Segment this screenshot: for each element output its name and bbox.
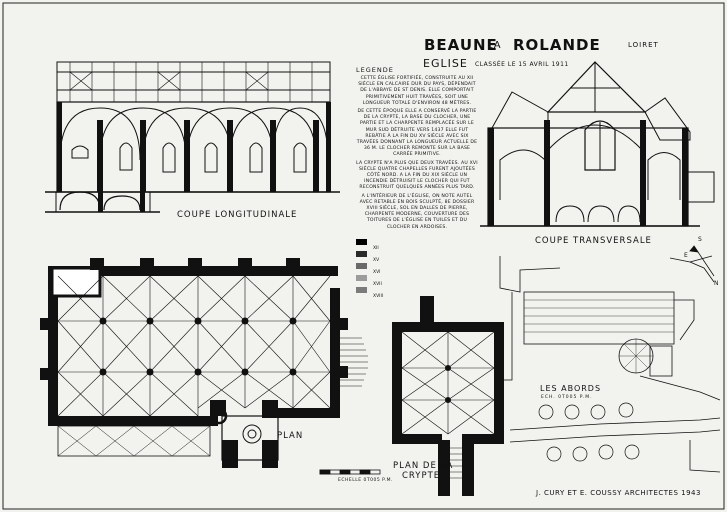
caption-plan: PLAN	[277, 431, 304, 441]
caption-crypt-plan: PLAN DE LA	[393, 461, 454, 471]
church-plan	[40, 258, 368, 468]
legend-paragraph: Cette église fortifiée, construite au XI…	[358, 76, 476, 106]
legend-century-label: XII	[373, 246, 379, 251]
legend-row: XV	[356, 250, 379, 263]
caption-transverse-section: COUPE TRANSVERSALE	[535, 236, 652, 246]
legend-row: XVIII	[356, 286, 383, 299]
title-town-first: BEAUNE	[424, 36, 498, 54]
legend-swatch-group	[356, 239, 367, 293]
legend-title: LEGENDE	[356, 66, 394, 74]
legend-row: XII	[356, 238, 379, 251]
legend-text: Cette église fortifiée, construite au XI…	[356, 76, 478, 233]
caption-surroundings-scale: ECH. 0T005 P.M.	[541, 395, 593, 400]
transverse-section	[480, 61, 715, 227]
legend-century-label: XVIII	[373, 294, 384, 299]
legend-century-label: XV	[373, 258, 380, 263]
site-plan	[499, 256, 721, 473]
compass-east-label: E	[684, 252, 688, 259]
legend-row: XVI	[356, 262, 381, 275]
title-building: EGLISE	[423, 57, 468, 70]
caption-surroundings: LES ABORDS	[540, 384, 602, 393]
scale-label: ECHELLE 0T005 P.M.	[338, 478, 393, 483]
scale-bar	[319, 469, 381, 475]
title-classification: CLASSÉE LE 15 AVRIL 1911	[475, 61, 569, 68]
title-town-mid: LA	[487, 40, 502, 51]
legend-paragraph: La crypte n'a plus que deux travées. Au …	[356, 160, 478, 191]
title-department: LOIRET	[628, 41, 659, 49]
caption-crypt-plan-word: CRYPTE	[402, 471, 441, 481]
legend-paragraph: A l'intérieur de l'église, on note autel…	[359, 193, 475, 230]
legend-paragraph: De cette époque elle a conservé la parti…	[356, 109, 478, 158]
crypt-plan	[392, 296, 504, 496]
legend-row: XVII	[356, 274, 382, 287]
architect-credit: J. CURY ET E. COUSSY ARCHITECTES 1943	[536, 489, 701, 497]
caption-longitudinal-section: COUPE LONGITUDINALE	[177, 210, 298, 220]
longitudinal-section	[45, 61, 340, 213]
compass-north-label: N	[714, 280, 719, 287]
legend-century-label: XVII	[373, 282, 382, 287]
north-arrow	[689, 245, 715, 277]
compass-south-label: S	[698, 236, 702, 243]
legend-century-label: XVI	[373, 270, 381, 275]
title-town-last: ROLANDE	[513, 36, 601, 54]
